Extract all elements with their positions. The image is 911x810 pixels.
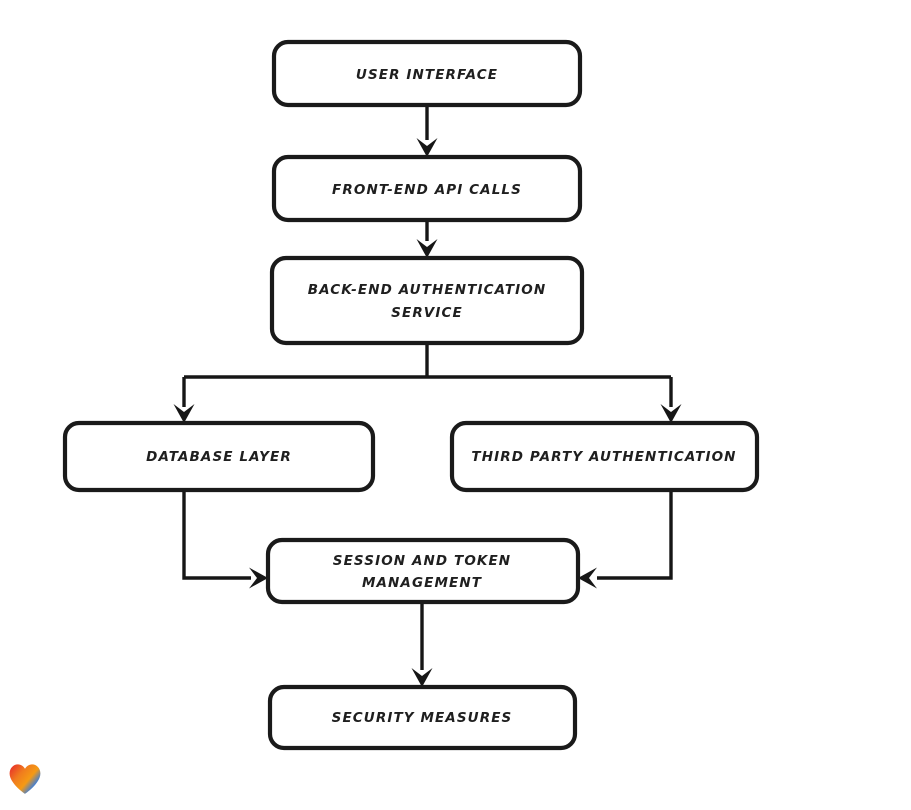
node-label-front-end-api-calls: FRONT-END API CALLS	[332, 182, 522, 198]
node-label-user-interface: USER INTERFACE	[356, 67, 498, 83]
node-box-database-layer[interactable]	[62, 420, 376, 493]
node-box-user-interface[interactable]	[271, 39, 583, 108]
edge-database-to-session	[182, 490, 268, 589]
node-front-end-api-calls[interactable]: FRONT-END API CALLS	[271, 154, 583, 223]
node-label-third-party-authentication: THIRD PARTY AUTHENTICATION	[471, 449, 736, 465]
node-label-back-end-authentication-service-line1: BACK-END AUTHENTICATION	[308, 282, 547, 298]
edge-api-to-backend	[416, 220, 438, 258]
node-box-third-party-authentication[interactable]	[449, 420, 760, 493]
node-user-interface[interactable]: USER INTERFACE	[271, 39, 583, 108]
node-box-front-end-api-calls[interactable]	[271, 154, 583, 223]
node-label-security-measures: SECURITY MEASURES	[332, 710, 513, 726]
node-third-party-authentication[interactable]: THIRD PARTY AUTHENTICATION	[449, 420, 760, 493]
node-box-session-and-token-management[interactable]	[265, 537, 581, 605]
node-box-back-end-authentication-service[interactable]	[269, 255, 585, 346]
node-session-and-token-management[interactable]: SESSION AND TOKEN MANAGEMENT	[265, 537, 581, 605]
node-label-session-and-token-management-line2: MANAGEMENT	[362, 575, 483, 591]
heart-icon	[9, 764, 41, 794]
node-label-back-end-authentication-service-line2: SERVICE	[391, 305, 463, 321]
node-box-security-measures[interactable]	[267, 684, 578, 751]
edge-thirdparty-to-session	[578, 490, 673, 589]
edge-session-to-security	[411, 602, 433, 687]
edge-backend-split-bus	[184, 343, 671, 379]
edge-ui-to-api	[416, 105, 438, 157]
edge-backend-to-thirdparty	[660, 377, 682, 423]
node-database-layer[interactable]: DATABASE LAYER	[62, 420, 376, 493]
node-security-measures[interactable]: SECURITY MEASURES	[267, 684, 578, 751]
node-label-session-and-token-management-line1: SESSION AND TOKEN	[333, 553, 511, 569]
node-back-end-authentication-service[interactable]: BACK-END AUTHENTICATION SERVICE	[269, 255, 585, 346]
node-label-database-layer: DATABASE LAYER	[146, 449, 292, 465]
edge-backend-to-database	[173, 377, 195, 423]
